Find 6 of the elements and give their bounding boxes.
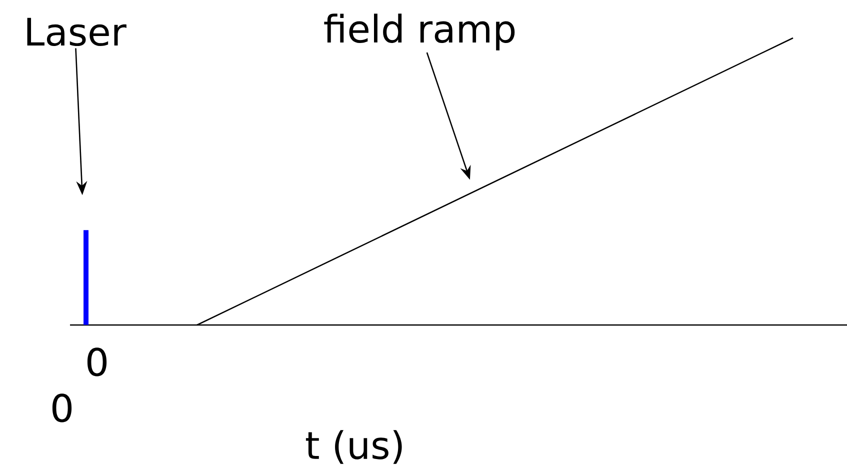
laser-pulse-bar (84, 230, 88, 325)
tick-label: 0 (52, 394, 72, 422)
callout-text: field ramp (324, 14, 515, 50)
callout-text: Laser (27, 18, 126, 46)
tick-label: 0 (87, 348, 107, 376)
axis-label: t (us) (306, 430, 402, 464)
